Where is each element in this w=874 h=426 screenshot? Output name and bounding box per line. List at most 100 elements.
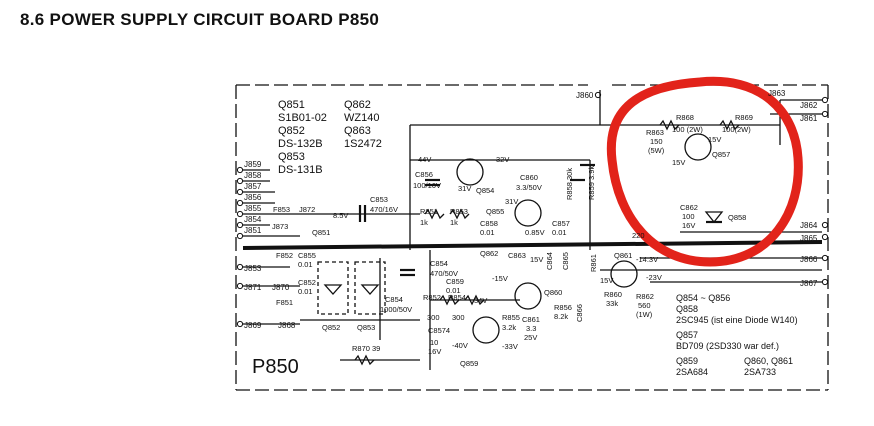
- component-label: 0.01: [446, 286, 461, 295]
- component-label: 100(2W): [722, 125, 751, 134]
- component-label: C864: [545, 252, 554, 270]
- component-label: 3.2k: [502, 323, 516, 332]
- note-line: 2SA733: [744, 367, 776, 377]
- connector-label: J871: [244, 283, 262, 292]
- connector-label: J867: [800, 279, 818, 288]
- note-line: Q858: [676, 304, 698, 314]
- component-label: -33V: [502, 342, 518, 351]
- connector-label: J868: [278, 321, 296, 330]
- component-label: C8574: [428, 326, 450, 335]
- component-label: 15V: [530, 255, 543, 264]
- connector-label: J858: [244, 171, 262, 180]
- component-label: R870 39: [352, 344, 380, 353]
- connector-label: J859: [244, 160, 262, 169]
- note-line: Q860, Q861: [744, 356, 793, 366]
- component-label: Q853: [357, 323, 375, 332]
- connector-label: J860: [576, 91, 594, 100]
- component-label: C861: [522, 315, 540, 324]
- ground-bus: [242, 240, 823, 250]
- connector-label: J851: [244, 226, 262, 235]
- resistor-symbols: [354, 119, 740, 366]
- component-label: Q854: [476, 186, 494, 195]
- component-label: -14.3V: [636, 255, 658, 264]
- component-label: 33k: [606, 299, 618, 308]
- component-label: R861: [589, 254, 598, 272]
- component-label: 300: [452, 313, 465, 322]
- component-label: C863: [508, 251, 526, 260]
- component-label: C859: [446, 277, 464, 286]
- component-label: C866: [575, 304, 584, 322]
- component-label: C856: [415, 170, 433, 179]
- component-label: R851: [420, 207, 438, 216]
- parts-table-item: Q853: [278, 151, 305, 163]
- component-label: 100/16V: [413, 181, 441, 190]
- component-label: C862: [680, 203, 698, 212]
- component-label: C854: [385, 295, 403, 304]
- component-label: 0.01: [480, 228, 495, 237]
- component-label: C865: [561, 252, 570, 270]
- component-label: Q858: [728, 213, 746, 222]
- component-label: 300: [427, 313, 440, 322]
- component-label: 3.3: [526, 324, 536, 333]
- connector-label: J862: [800, 101, 818, 110]
- component-label: Q861: [614, 251, 632, 260]
- parts-table-item: Q851: [278, 99, 305, 111]
- component-label: 8.5V: [333, 211, 348, 220]
- parts-table-item: Q852: [278, 125, 305, 137]
- connector-label: J854: [244, 215, 262, 224]
- notes-block: Q854 ~ Q856 Q858 2SC945 (ist eine Diode …: [676, 293, 798, 377]
- connector-pins: [236, 91, 829, 328]
- component-label: R853: [450, 207, 468, 216]
- transistor-symbols: [456, 133, 712, 344]
- component-label: F851: [276, 298, 293, 307]
- connector-label: J865: [800, 234, 818, 243]
- component-label: 3.3/50V: [516, 183, 542, 192]
- parts-table-item: WZ140: [344, 112, 379, 124]
- parts-table-item: DS-132B: [278, 138, 323, 150]
- component-label: R869: [735, 113, 753, 122]
- note-line: 2SC945 (ist eine Diode W140): [676, 315, 798, 325]
- connector-labels: J859 J858 J857 J856 J855 J854 J851 J853 …: [244, 89, 818, 330]
- component-label: 470/50V: [430, 269, 458, 278]
- component-label: Q852: [322, 323, 340, 332]
- component-label: C860: [520, 173, 538, 182]
- component-label: F852: [276, 251, 293, 260]
- capacitor-symbols: [358, 163, 595, 277]
- component-label: 100: [682, 212, 695, 221]
- component-label: J872: [299, 205, 315, 214]
- component-label: 1k: [450, 218, 458, 227]
- component-label: 31V: [458, 184, 471, 193]
- component-label: -23V: [646, 273, 662, 282]
- component-label: Q857: [712, 150, 730, 159]
- component-label: C855: [298, 251, 316, 260]
- component-label: C858: [480, 219, 498, 228]
- component-label: 8.2k: [554, 312, 568, 321]
- component-label: 31V: [505, 197, 518, 206]
- note-line: BD709 (2SD330 war def.): [676, 341, 779, 351]
- component-label: Q860: [544, 288, 562, 297]
- parts-table-item: Q862: [344, 99, 371, 111]
- component-label: 15V: [708, 135, 721, 144]
- connector-label: J856: [244, 193, 262, 202]
- component-label: Q862: [480, 249, 498, 258]
- component-label: 1k: [420, 218, 428, 227]
- connector-label: J855: [244, 204, 262, 213]
- component-label: 470/16V: [370, 205, 398, 214]
- zener-diode: [704, 211, 724, 224]
- component-label: -15V: [492, 274, 508, 283]
- component-label: 150: [650, 137, 663, 146]
- component-label: C853: [370, 195, 388, 204]
- highlight-circle: [606, 76, 803, 267]
- connector-label: J864: [800, 221, 818, 230]
- component-label: 25V: [524, 333, 537, 342]
- bridge-rectifiers: [317, 261, 386, 315]
- parts-table-item: Q863: [344, 125, 371, 137]
- component-label: 44V: [418, 155, 431, 164]
- component-label: R859 3.9k: [587, 166, 596, 200]
- component-label: 560: [638, 301, 651, 310]
- component-label: C852: [298, 278, 316, 287]
- component-label: 15V: [600, 276, 613, 285]
- component-label: R855: [502, 313, 520, 322]
- component-label: 16V: [428, 347, 441, 356]
